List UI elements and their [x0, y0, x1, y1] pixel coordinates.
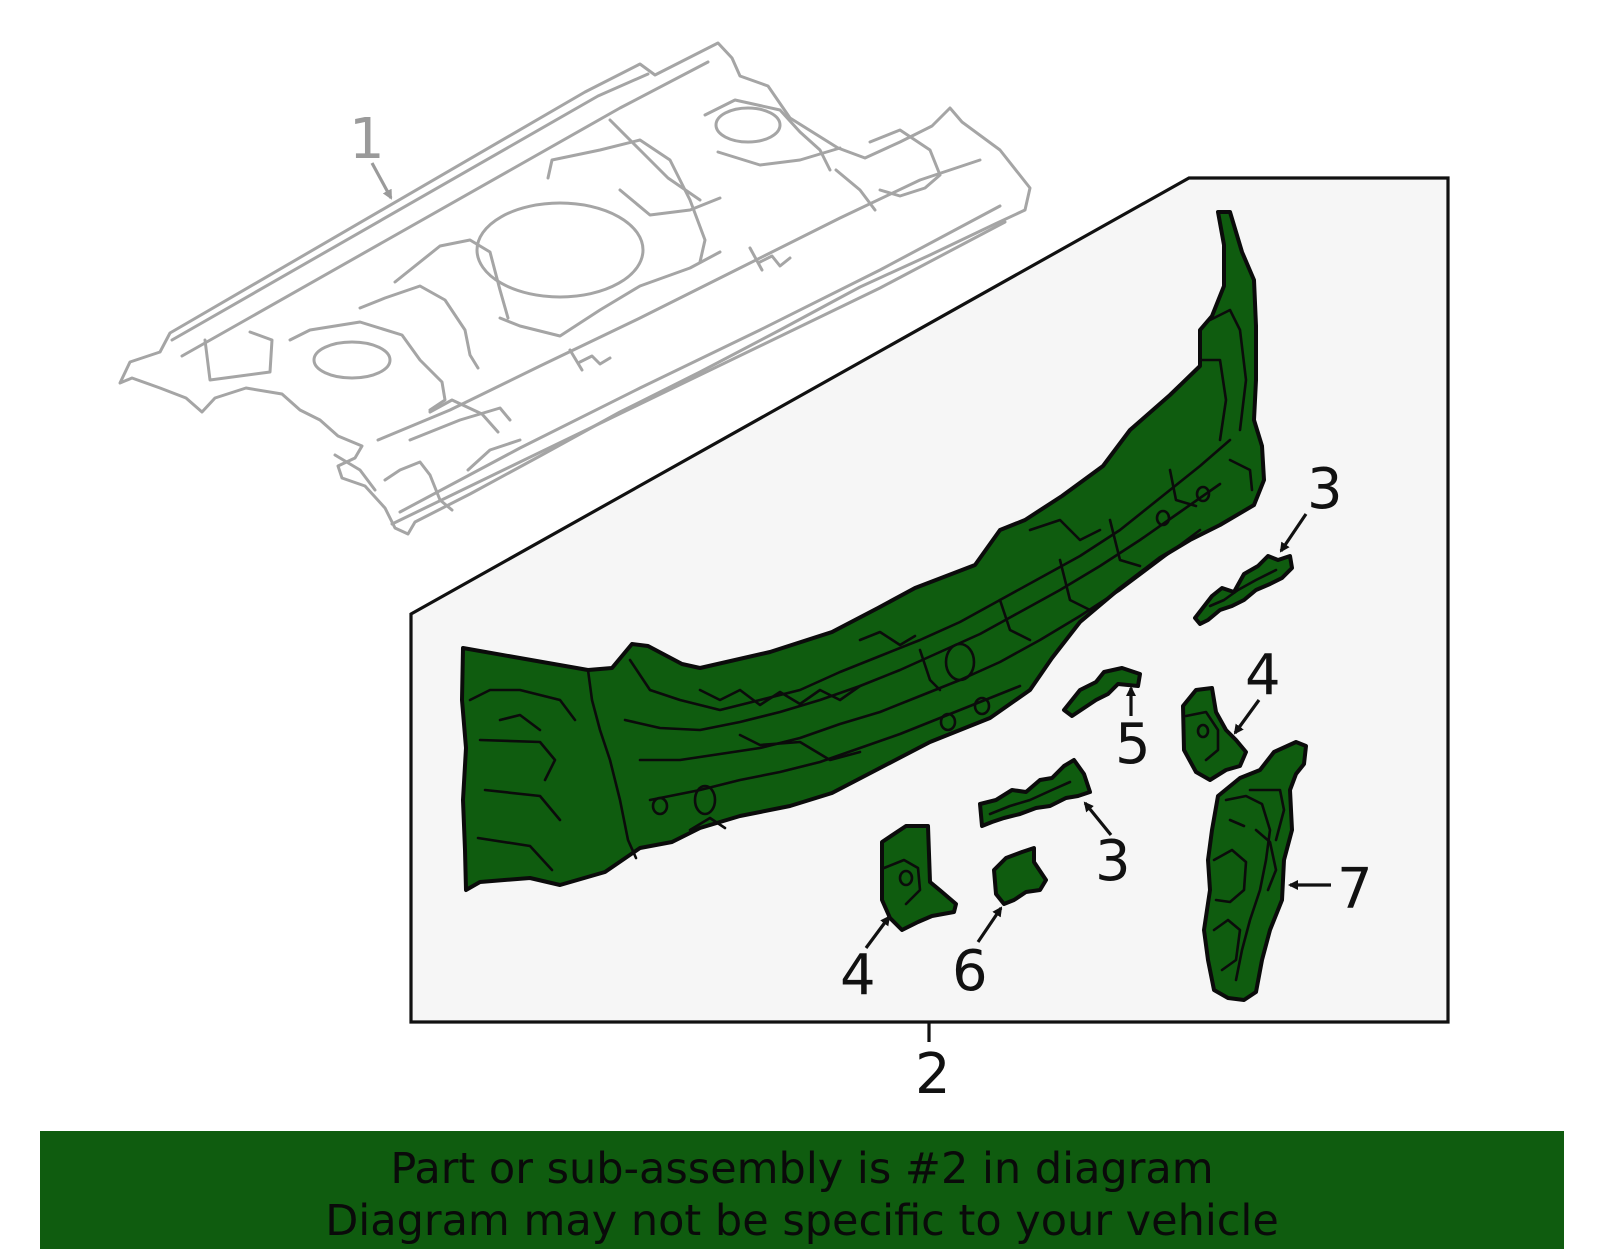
- banner-line-1: Part or sub-assembly is #2 in diagram: [390, 1144, 1214, 1194]
- part-4-bracket-right: [1181, 686, 1248, 782]
- info-banner: Part or sub-assembly is #2 in diagram Di…: [40, 1131, 1564, 1249]
- leader-3-upper: [1279, 513, 1308, 553]
- leader-6: [976, 906, 1003, 943]
- callout-3-lower: 3: [1095, 829, 1131, 894]
- part-2-rear-panel: [460, 210, 1266, 892]
- part-3-upper-detail: [1208, 568, 1278, 608]
- callout-1: 1: [349, 107, 385, 172]
- leader-4-right: [1233, 699, 1261, 735]
- callout-2: 2: [915, 1042, 951, 1107]
- part-6-bracket: [992, 846, 1048, 906]
- part-7-detail-1: [1224, 794, 1272, 982]
- part-4-right-detail: [1184, 710, 1220, 762]
- part-7-panel: [1202, 740, 1308, 1002]
- callout-6: 6: [952, 939, 988, 1004]
- leader-1: [370, 162, 393, 200]
- part-1-floor-pan: [118, 41, 1032, 536]
- callout-4-left: 4: [840, 943, 876, 1008]
- leader-4-left: [864, 915, 891, 949]
- part-3-bracket-lower: [978, 758, 1092, 828]
- leader-3-lower: [1083, 801, 1113, 837]
- part-4-left-detail: [882, 858, 922, 906]
- callout-5: 5: [1115, 712, 1151, 777]
- part-3-lower-detail: [988, 780, 1072, 816]
- part-5-bracket: [1062, 666, 1142, 718]
- banner-line-2: Diagram may not be specific to your vehi…: [325, 1196, 1279, 1246]
- callout-3-upper: 3: [1307, 457, 1343, 522]
- part-7-detail-2: [1248, 788, 1286, 842]
- callout-7: 7: [1337, 857, 1373, 922]
- callout-4-right: 4: [1245, 643, 1281, 708]
